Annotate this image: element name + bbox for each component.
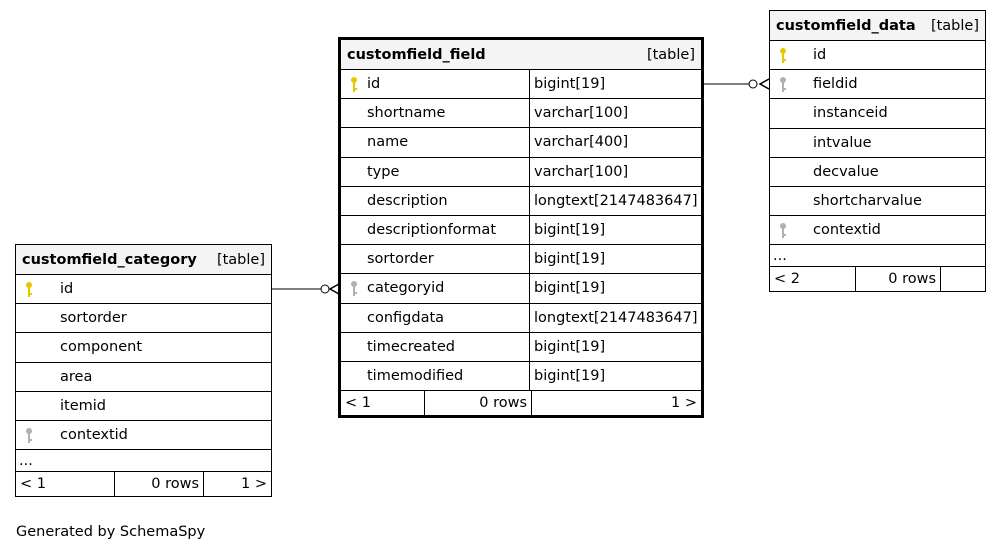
column-name: categoryid <box>367 280 445 297</box>
column-row-categoryid[interactable]: categoryid bigint[19] <box>341 274 701 304</box>
foreign-key-icon <box>778 76 788 93</box>
foreign-key-icon <box>349 280 359 297</box>
column-name: shortname <box>367 105 446 122</box>
row-count: 0 rows <box>856 267 941 292</box>
column-row-id[interactable]: id <box>770 41 985 71</box>
column-row-sortorder[interactable]: sortorder bigint[19] <box>341 245 701 275</box>
column-name: area <box>60 368 93 385</box>
column-row-shortcharvalue[interactable]: shortcharvalue <box>770 187 985 217</box>
column-row-itemid[interactable]: itemid <box>16 392 271 421</box>
more-columns-indicator: ... <box>16 450 271 473</box>
column-row-contextid[interactable]: contextid <box>16 421 271 451</box>
column-row-type[interactable]: type varchar[100] <box>341 157 701 187</box>
column-type: bigint[19] <box>529 361 701 391</box>
column-name: id <box>367 76 381 93</box>
column-type: bigint[19] <box>529 70 701 99</box>
column-row-timemodified[interactable]: timemodified bigint[19] <box>341 361 701 392</box>
column-name: instanceid <box>813 105 888 122</box>
primary-key-icon <box>349 76 359 93</box>
column-name: intvalue <box>813 134 872 151</box>
column-row-fieldid[interactable]: fieldid <box>770 70 985 100</box>
column-row-sortorder[interactable]: sortorder <box>16 304 271 334</box>
column-row-description[interactable]: description longtext[2147483647] <box>341 186 701 216</box>
column-type: longtext[2147483647] <box>529 303 701 332</box>
column-type: bigint[19] <box>529 332 701 361</box>
children-count[interactable]: 1 > <box>241 476 267 493</box>
foreign-key-icon <box>24 427 34 444</box>
column-name: contextid <box>813 222 881 239</box>
table-customfield-field[interactable]: customfield_field [table] id bigint[19] … <box>338 37 704 419</box>
column-row-component[interactable]: component <box>16 333 271 363</box>
column-name: name <box>367 134 409 151</box>
column-name: timecreated <box>367 338 455 355</box>
generator-credit: Generated by SchemaSpy <box>16 524 206 540</box>
table-footer: < 1 0 rows 1 > <box>341 391 701 416</box>
primary-key-icon <box>778 47 788 64</box>
table-name: customfield_field <box>347 46 486 63</box>
column-name: decvalue <box>813 163 879 180</box>
table-footer: < 2 0 rows <box>770 267 985 292</box>
column-name: description <box>367 192 448 209</box>
column-name: descriptionformat <box>367 222 496 239</box>
link-category-to-field <box>272 283 340 295</box>
column-row-contextid[interactable]: contextid <box>770 216 985 246</box>
column-row-configdata[interactable]: configdata longtext[2147483647] <box>341 303 701 333</box>
column-name: shortcharvalue <box>813 193 922 210</box>
parents-count[interactable]: < 2 <box>770 267 856 292</box>
table-kind: [table] <box>930 17 979 34</box>
column-name: type <box>367 163 400 180</box>
column-type: bigint[19] <box>529 245 701 274</box>
parents-count[interactable]: < 1 <box>16 472 115 497</box>
column-type: longtext[2147483647] <box>529 186 701 215</box>
column-row-instanceid[interactable]: instanceid <box>770 99 985 129</box>
table-kind: [table] <box>216 251 265 268</box>
column-name: component <box>60 339 143 356</box>
column-row-id[interactable]: id bigint[19] <box>341 70 701 100</box>
children-count <box>941 267 985 291</box>
row-count: 0 rows <box>425 391 532 416</box>
table-customfield-data[interactable]: customfield_data [table] id fieldid inst… <box>769 10 986 293</box>
foreign-key-icon <box>778 222 788 239</box>
table-header: customfield_field [table] <box>341 40 701 70</box>
column-type: varchar[100] <box>529 99 701 128</box>
table-name: customfield_category <box>22 251 197 268</box>
column-type: bigint[19] <box>529 274 701 303</box>
table-kind: [table] <box>646 46 695 63</box>
column-name: sortorder <box>367 251 434 268</box>
column-name: fieldid <box>813 76 858 93</box>
column-name: contextid <box>60 427 128 444</box>
children-count[interactable]: 1 > <box>671 395 697 412</box>
row-count: 0 rows <box>115 472 204 497</box>
column-name: configdata <box>367 309 445 326</box>
column-row-timecreated[interactable]: timecreated bigint[19] <box>341 332 701 362</box>
column-name: sortorder <box>60 310 127 327</box>
column-name: id <box>813 47 827 64</box>
column-type: varchar[100] <box>529 157 701 186</box>
table-header: customfield_category [table] <box>16 245 271 275</box>
column-row-area[interactable]: area <box>16 363 271 392</box>
column-row-decvalue[interactable]: decvalue <box>770 158 985 187</box>
column-row-id[interactable]: id <box>16 275 271 305</box>
table-footer: < 1 0 rows 1 > <box>16 472 271 497</box>
column-type: varchar[400] <box>529 128 701 157</box>
column-row-descriptionformat[interactable]: descriptionformat bigint[19] <box>341 215 701 246</box>
column-row-shortname[interactable]: shortname varchar[100] <box>341 99 701 129</box>
column-type: bigint[19] <box>529 215 701 245</box>
table-header: customfield_data [table] <box>770 11 985 41</box>
more-columns-indicator: ... <box>770 245 985 268</box>
table-name: customfield_data <box>776 17 916 34</box>
column-name: itemid <box>60 397 106 414</box>
primary-key-icon <box>24 281 34 298</box>
table-customfield-category[interactable]: customfield_category [table] id sortorde… <box>15 244 272 498</box>
column-name: timemodified <box>367 367 464 384</box>
parents-count[interactable]: < 1 <box>341 391 425 416</box>
column-row-intvalue[interactable]: intvalue <box>770 129 985 158</box>
column-row-name[interactable]: name varchar[400] <box>341 128 701 158</box>
column-name: id <box>60 281 74 298</box>
link-field-to-data <box>703 78 770 90</box>
